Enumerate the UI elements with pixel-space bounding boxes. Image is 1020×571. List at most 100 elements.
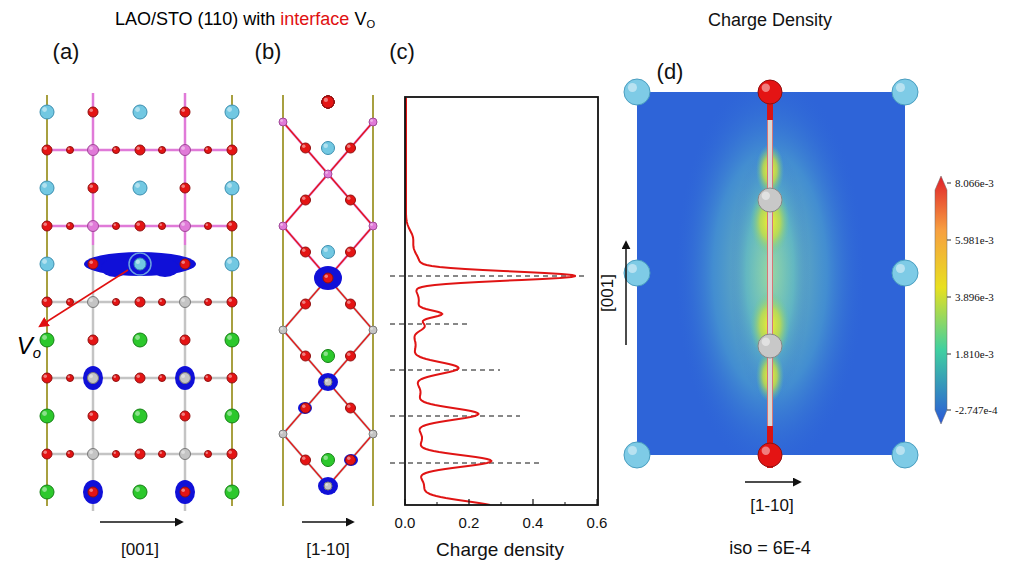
atom-highlight xyxy=(324,98,328,102)
axis-label: [1-10] xyxy=(750,497,793,514)
atom-highlight xyxy=(628,264,637,273)
oxygen-atom xyxy=(322,96,334,108)
a-site-atom xyxy=(322,142,335,155)
label-group: Vo xyxy=(17,334,41,361)
panel-label: (c) xyxy=(389,41,415,63)
atom-highlight xyxy=(90,337,94,341)
oxygen-atom xyxy=(205,375,212,382)
atom-highlight xyxy=(323,247,328,252)
atom-highlight xyxy=(89,374,93,378)
oxygen-atom xyxy=(180,183,190,193)
figure-heading: Charge Density xyxy=(708,11,832,29)
oxygen-atom xyxy=(346,299,356,309)
b-site-atom xyxy=(369,326,377,334)
a-site-atom xyxy=(322,350,335,363)
panel-label: (a) xyxy=(53,41,80,63)
atom-highlight xyxy=(137,299,141,303)
atom-highlight xyxy=(280,327,283,330)
atom-highlight xyxy=(229,451,233,455)
a-site-atom xyxy=(133,485,147,499)
atom-highlight xyxy=(370,431,373,434)
bond xyxy=(283,174,328,226)
atom-highlight xyxy=(181,298,185,302)
b-site-atom xyxy=(369,222,377,230)
scale-tick xyxy=(947,183,951,184)
tick-label: 0.4 xyxy=(523,515,544,530)
oxygen-atom xyxy=(42,449,52,459)
a-site-atom xyxy=(892,260,918,286)
atom-highlight xyxy=(135,335,140,340)
atom-highlight xyxy=(42,183,47,188)
oxygen-atom xyxy=(301,455,311,465)
oxygen-atom xyxy=(227,449,237,459)
bond xyxy=(767,80,773,468)
charge-isosurface xyxy=(318,373,338,391)
b-site-atom xyxy=(180,221,191,232)
charge-isosurface xyxy=(175,480,195,504)
oxygen-atom xyxy=(180,107,190,117)
guide-line xyxy=(390,324,470,325)
a-site-atom xyxy=(225,105,239,119)
atom-highlight xyxy=(68,148,70,150)
a-site-atom xyxy=(225,257,239,271)
b-site-atom xyxy=(88,145,99,156)
oxygen-atom xyxy=(113,451,120,458)
oxygen-atom xyxy=(159,451,166,458)
atom-highlight xyxy=(181,450,185,454)
a-site-atom xyxy=(133,181,147,195)
bond xyxy=(770,240,771,306)
atom-highlight xyxy=(302,457,306,461)
oxygen-atom xyxy=(88,411,98,421)
atom-highlight xyxy=(323,143,328,148)
atom-highlight xyxy=(182,413,186,417)
oxygen-atom xyxy=(322,96,334,108)
atom-highlight xyxy=(324,98,328,102)
a-site-atom xyxy=(892,442,918,468)
atom-highlight xyxy=(206,300,208,302)
b-site-atom xyxy=(88,297,99,308)
charge-isosurface xyxy=(84,252,196,276)
atom-highlight xyxy=(135,411,140,416)
oxygen-atom xyxy=(322,96,334,108)
oxygen-atom xyxy=(67,451,74,458)
atom-highlight xyxy=(44,299,48,303)
a-site-atom xyxy=(322,246,335,259)
oxygen-atom xyxy=(346,195,356,205)
bond xyxy=(328,174,373,226)
atom-highlight xyxy=(182,109,186,113)
oxygen-atom xyxy=(88,335,98,345)
scale-label: 1.810e-3 xyxy=(955,349,994,360)
atom-highlight xyxy=(370,327,373,330)
atom-highlight xyxy=(136,260,140,264)
oxygen-atom xyxy=(88,487,98,497)
atom-highlight xyxy=(347,457,351,461)
oxygen-atom xyxy=(180,411,190,421)
charge-density-map xyxy=(624,73,951,482)
atom-highlight xyxy=(181,146,185,150)
atom-highlight xyxy=(227,411,232,416)
oxygen-atom xyxy=(301,143,311,153)
atom-highlight xyxy=(42,487,47,492)
oxygen-atom xyxy=(67,375,74,382)
atom-highlight xyxy=(347,405,351,409)
atom-highlight xyxy=(42,259,47,264)
charge-isosurface xyxy=(101,259,129,277)
b-site-atom xyxy=(758,334,782,358)
oxygen-atom xyxy=(227,145,237,155)
oxygen-atom xyxy=(113,375,120,382)
a-site-atom xyxy=(892,79,918,105)
atom-highlight xyxy=(229,299,233,303)
atom-highlight xyxy=(137,147,141,151)
charge-isosurface xyxy=(83,366,103,390)
oxygen-atom xyxy=(88,259,98,269)
atom-highlight xyxy=(89,450,93,454)
guide-line xyxy=(390,463,540,464)
atom-highlight xyxy=(89,146,93,150)
a-site-atom xyxy=(624,79,650,105)
label-group: LAO/STO (110) withinterfaceVO xyxy=(115,10,375,30)
atom-highlight xyxy=(182,489,186,493)
oxygen-atom xyxy=(323,273,333,283)
bond xyxy=(283,382,328,434)
atom-highlight xyxy=(160,376,162,378)
oxygen-atom xyxy=(227,297,237,307)
